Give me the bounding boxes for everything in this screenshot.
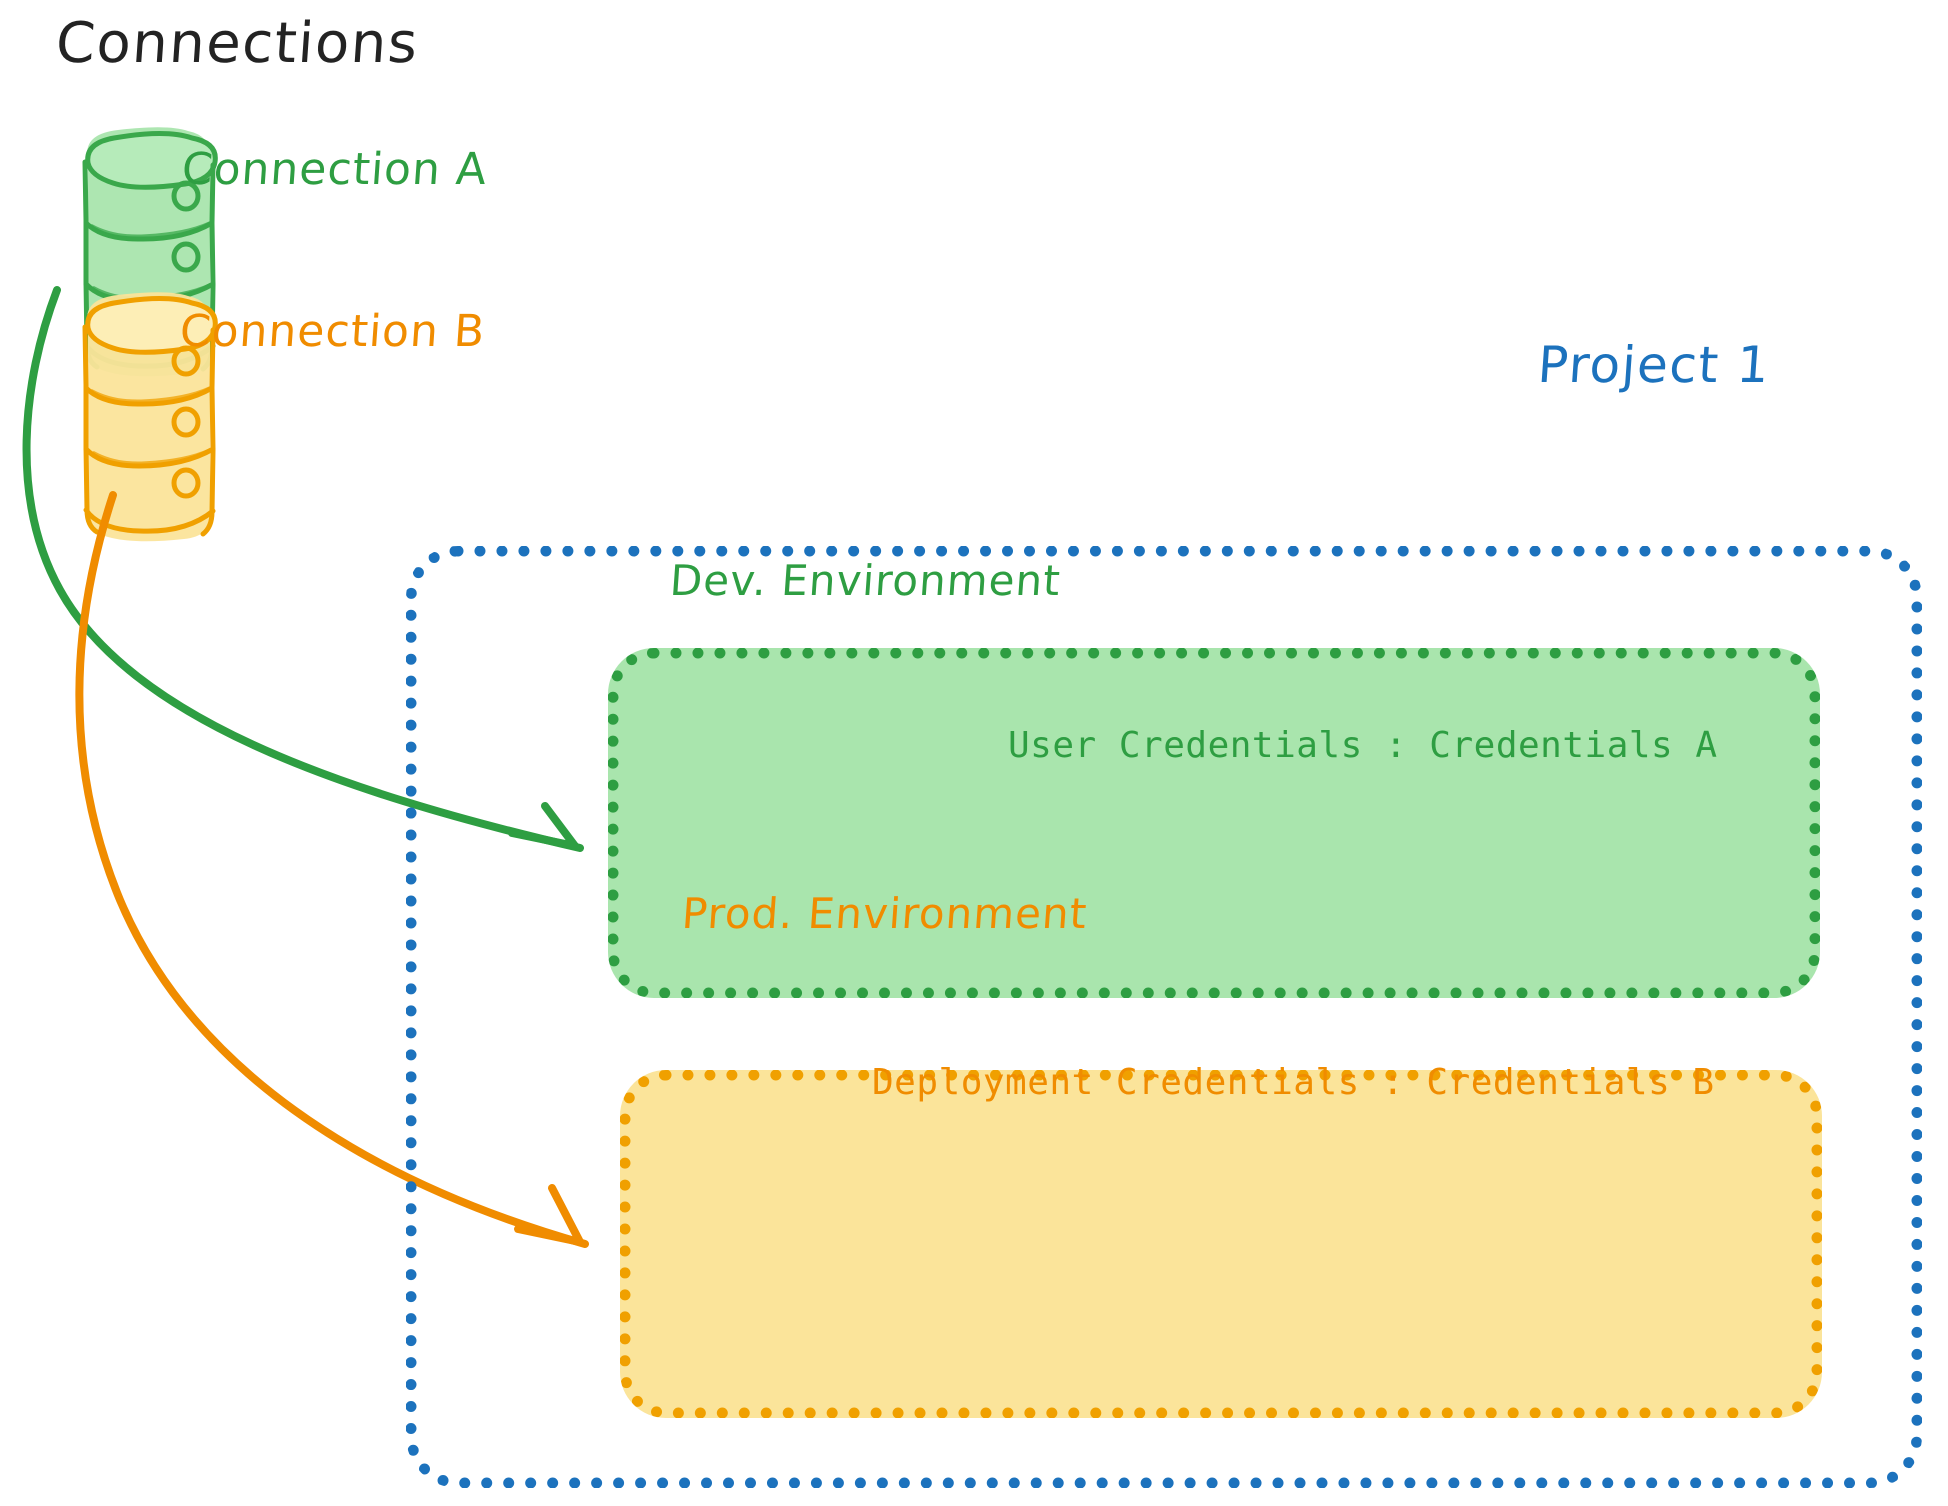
arrow-connection-b-to-prod	[75, 491, 589, 1248]
prod-environment-title: Prod. Environment	[680, 889, 1089, 938]
connection-a-label: Connection A	[180, 144, 489, 195]
database-cylinder-icon-connection-b[interactable]	[82, 292, 218, 542]
connection-b-label: Connection B	[178, 306, 487, 357]
prod-environment-credentials: Deployment Credentials : Credentials B	[872, 1062, 1715, 1103]
dev-environment-title: Dev. Environment	[668, 556, 1063, 605]
dev-environment-credentials: User Credentials : Credentials A	[1008, 725, 1718, 766]
project-container[interactable]	[406, 546, 1922, 1488]
dev-environment-box[interactable]	[608, 648, 1820, 998]
project-title: Project 1	[1535, 336, 1773, 394]
page-title: Connections	[53, 11, 421, 76]
prod-environment-box[interactable]	[620, 1070, 1822, 1418]
